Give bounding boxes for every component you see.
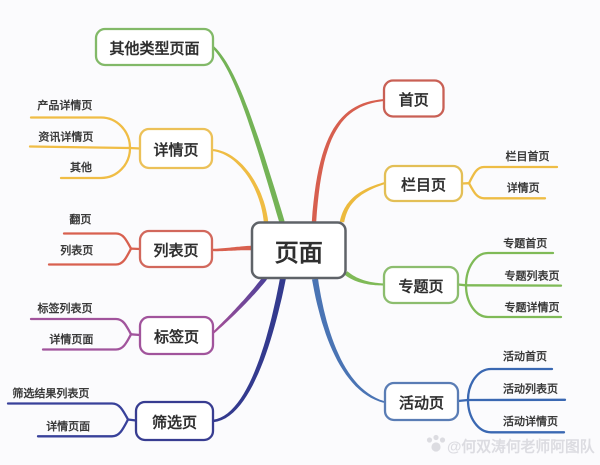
svg-text:专题列表页: 专题列表页 <box>505 269 560 283</box>
svg-text:筛选页: 筛选页 <box>152 413 197 431</box>
svg-text:详情页: 详情页 <box>153 141 198 159</box>
svg-text:详情页面: 详情页面 <box>49 332 93 346</box>
svg-text:专题首页: 专题首页 <box>503 236 547 250</box>
svg-text:专题详情页: 专题详情页 <box>505 300 560 314</box>
svg-text:@何双涛何老师阿图队: @何双涛何老师阿图队 <box>447 438 595 456</box>
svg-text:首页: 首页 <box>399 91 429 109</box>
svg-text:其他类型页面: 其他类型页面 <box>109 39 199 57</box>
svg-text:其他: 其他 <box>70 160 92 174</box>
svg-text:活动列表页: 活动列表页 <box>503 382 558 396</box>
svg-text:活动页: 活动页 <box>399 394 444 412</box>
svg-text:翻页: 翻页 <box>69 212 91 226</box>
svg-text:列表页: 列表页 <box>153 241 198 259</box>
svg-text:详情页: 详情页 <box>507 181 540 195</box>
svg-text:标签列表页: 标签列表页 <box>37 301 93 315</box>
svg-text:产品详情页: 产品详情页 <box>37 98 92 112</box>
svg-text:页面: 页面 <box>275 240 323 267</box>
svg-text:资讯详情页: 资讯详情页 <box>38 130 93 144</box>
svg-text:列表页: 列表页 <box>60 243 93 257</box>
svg-text:活动详情页: 活动详情页 <box>503 414 558 428</box>
svg-text:专题页: 专题页 <box>398 277 443 295</box>
svg-text:标签页: 标签页 <box>153 328 199 346</box>
svg-text:活动首页: 活动首页 <box>503 349 547 363</box>
svg-text:栏目页: 栏目页 <box>401 176 446 194</box>
svg-text:栏目首页: 栏目首页 <box>506 149 550 163</box>
svg-text:筛选结果列表页: 筛选结果列表页 <box>12 386 89 400</box>
svg-text:详情页面: 详情页面 <box>46 419 90 433</box>
